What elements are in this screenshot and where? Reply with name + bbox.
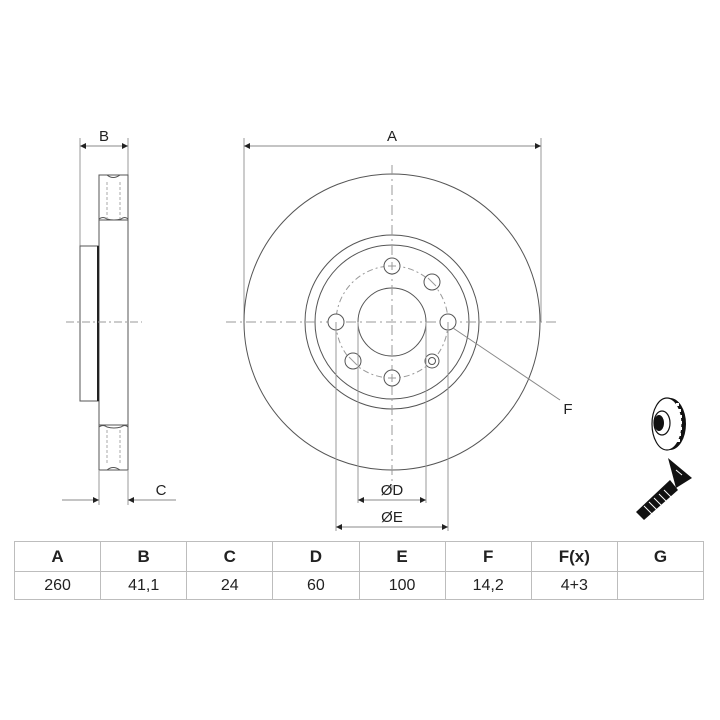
header-e: E — [358, 541, 446, 572]
header-g: G — [616, 541, 705, 572]
header-fx: F(x) — [530, 541, 618, 572]
bolt-screw-icon — [636, 458, 692, 520]
header-c: C — [186, 541, 274, 572]
value-f: 14,2 — [444, 571, 532, 600]
value-d: 60 — [272, 571, 360, 600]
value-fx: 4+3 — [530, 571, 618, 600]
header-a: A — [13, 541, 102, 572]
spec-table-header-row: A B C D E F F(x) G — [13, 541, 705, 572]
value-c: 24 — [186, 571, 274, 600]
dim-d-label: ØD — [381, 482, 404, 499]
value-a: 260 — [13, 571, 102, 600]
header-d: D — [272, 541, 360, 572]
brake-disc-icon — [651, 397, 686, 451]
dim-b-label: B — [99, 128, 109, 145]
header-f: F — [444, 541, 532, 572]
side-view — [62, 138, 176, 505]
dim-e-label: ØE — [381, 509, 403, 526]
front-view — [226, 138, 561, 531]
value-e: 100 — [358, 571, 446, 600]
value-g — [616, 571, 705, 600]
value-b: 41,1 — [100, 571, 188, 600]
dim-c-label: C — [156, 482, 167, 499]
header-b: B — [100, 541, 188, 572]
spec-table: A B C D E F F(x) G 260 41,1 24 60 100 14… — [13, 541, 705, 600]
dim-a-label: A — [387, 128, 397, 145]
dim-f-label: F — [563, 401, 572, 418]
spec-table-value-row: 260 41,1 24 60 100 14,2 4+3 — [13, 571, 705, 600]
